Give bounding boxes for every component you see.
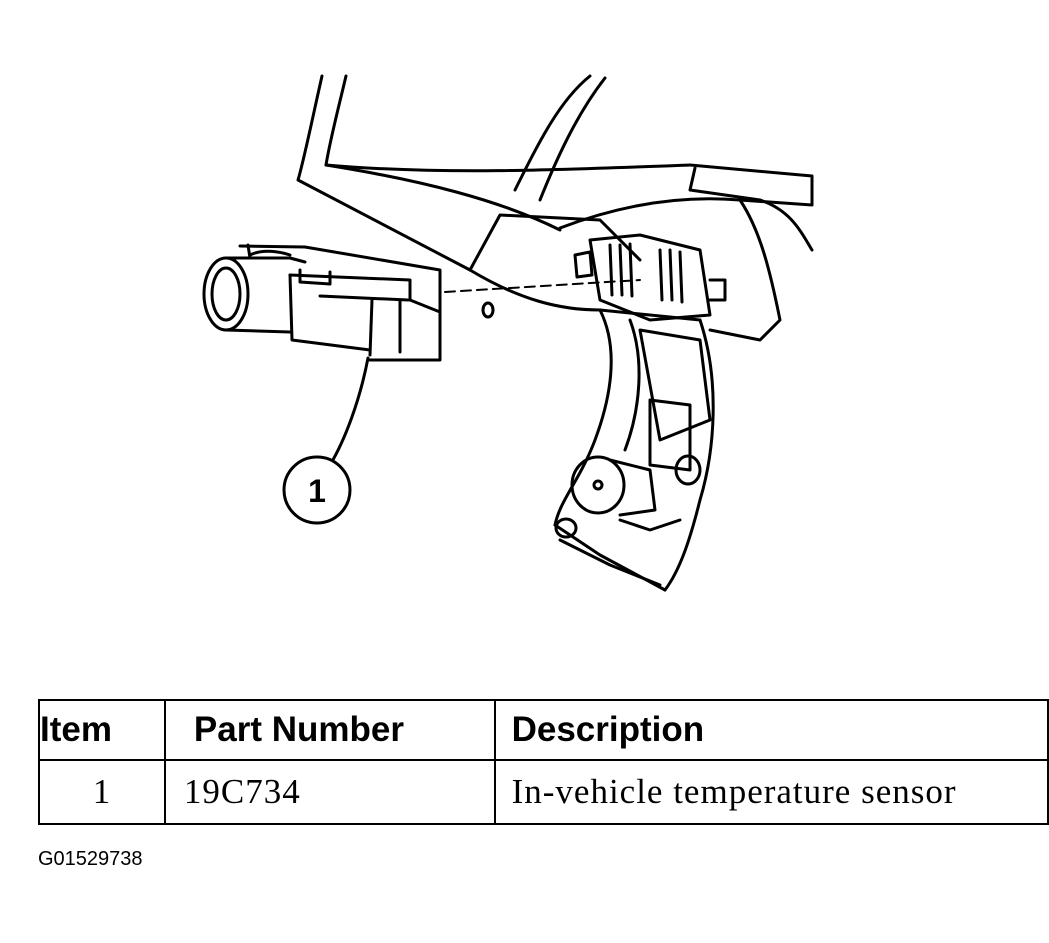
table-header-row: Item Part Number Description <box>38 699 1049 761</box>
cell-part-number: 19C734 <box>163 759 496 825</box>
header-description: Description <box>493 699 1049 761</box>
table-row: 1 19C734 In-vehicle temperature sensor <box>38 759 1049 825</box>
cell-item: 1 <box>38 759 166 825</box>
header-item: Item <box>38 699 166 761</box>
sensor-bracket-outline <box>481 301 715 592</box>
sensor-assembly-outline <box>202 243 442 362</box>
sensor-location-illustration: 1 <box>202 74 814 592</box>
header-part-number: Part Number <box>163 699 496 761</box>
installation-path-line <box>444 279 641 293</box>
callout-1: 1 <box>282 455 352 525</box>
cell-description: In-vehicle temperature sensor <box>493 759 1049 825</box>
parts-table: Item Part Number Description 1 19C734 In… <box>38 699 1049 825</box>
callout-leader-line <box>328 356 370 467</box>
callout-label: 1 <box>308 473 326 509</box>
instrument-panel-outline <box>296 74 814 342</box>
panel-connector-outline <box>573 233 727 322</box>
figure-id: G01529738 <box>38 848 143 870</box>
